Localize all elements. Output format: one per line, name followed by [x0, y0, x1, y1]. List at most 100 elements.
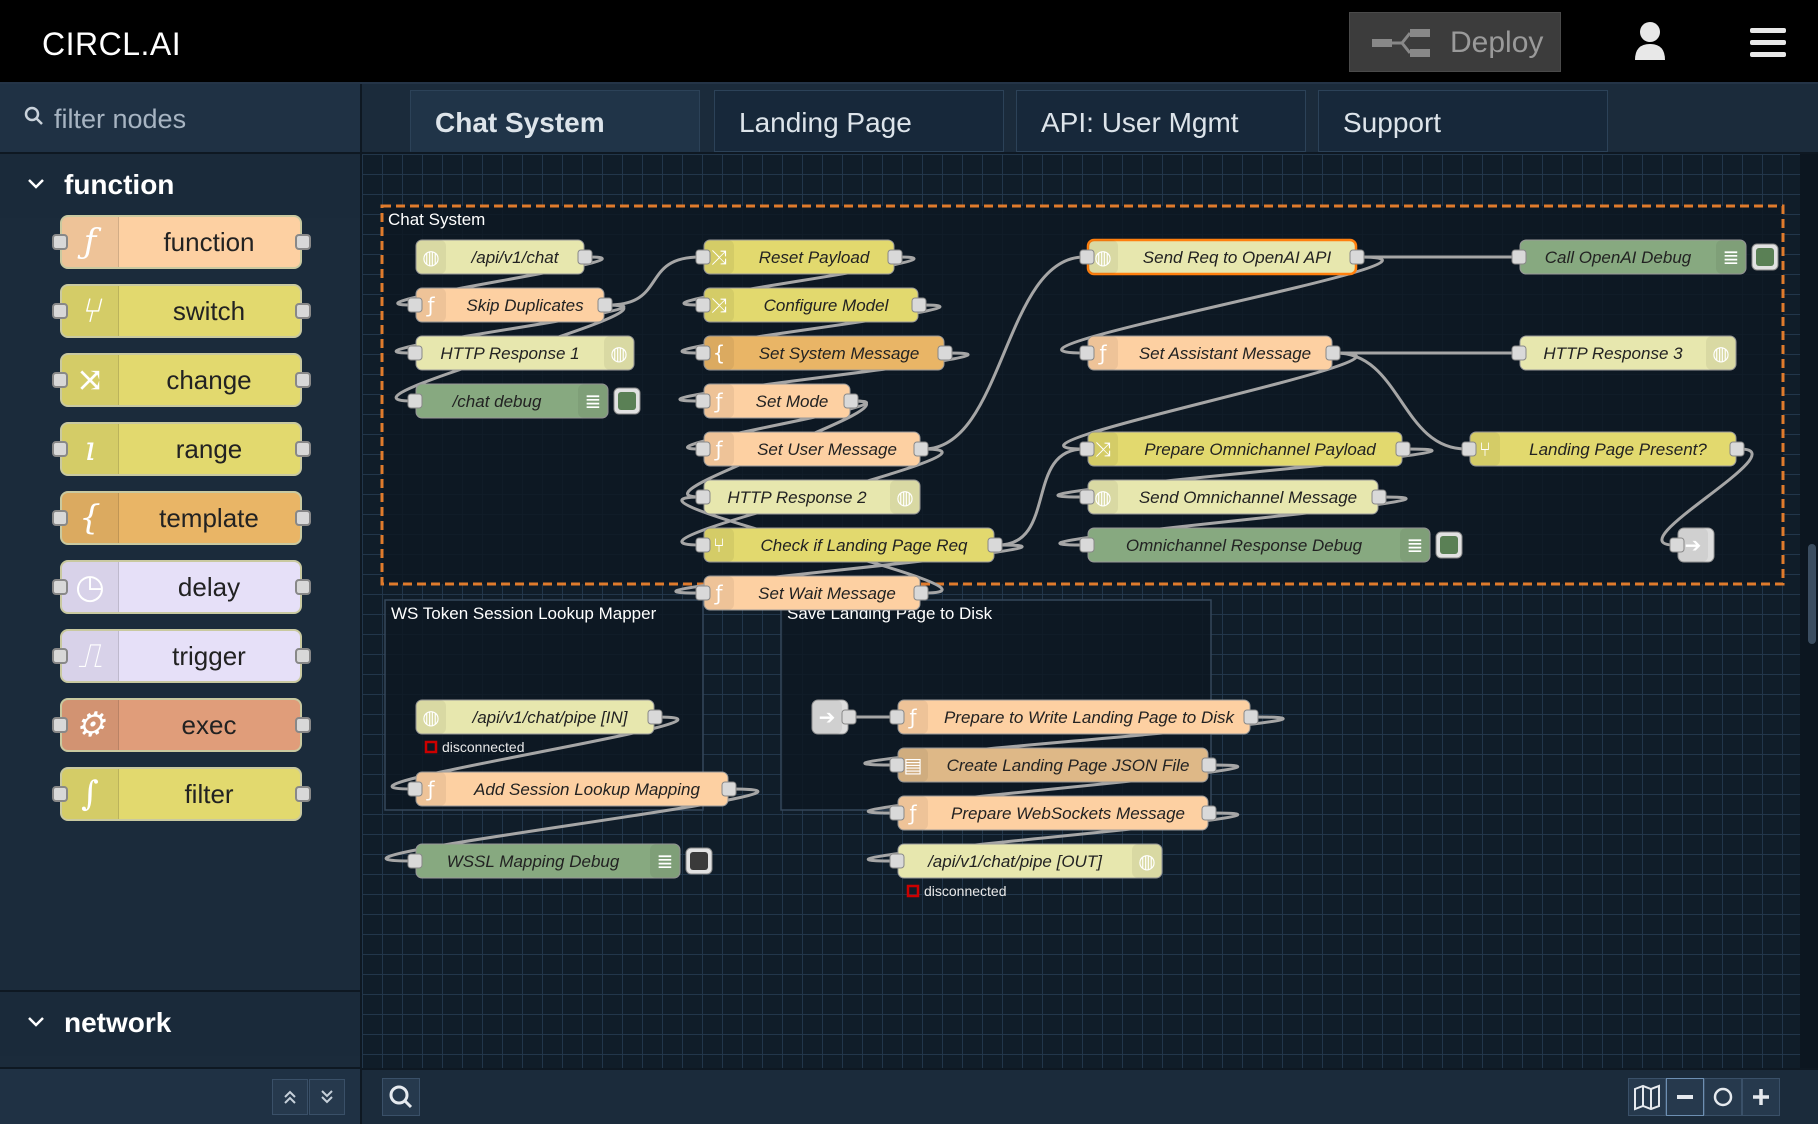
- flow-node-n6[interactable]: ⤨Configure Model: [695, 287, 927, 323]
- output-port[interactable]: [295, 648, 311, 664]
- palette-node-trigger[interactable]: ⎍trigger: [60, 629, 302, 683]
- input-port[interactable]: [52, 786, 68, 802]
- flow-node-n29[interactable]: ◍/api/v1/chat/pipe [OUT]: [889, 843, 1163, 879]
- output-port[interactable]: [295, 303, 311, 319]
- output-port[interactable]: [913, 441, 929, 457]
- flow-node-n17[interactable]: ⤨Prepare Omnichannel Payload: [1079, 431, 1411, 467]
- input-port[interactable]: [52, 717, 68, 733]
- output-port[interactable]: [1325, 345, 1341, 361]
- flow-node-n21[interactable]: ➔: [1669, 527, 1715, 563]
- input-port[interactable]: [407, 297, 423, 313]
- output-port[interactable]: [987, 537, 1003, 553]
- wire-n9-n13[interactable]: [923, 255, 1085, 451]
- flow-node-n19[interactable]: ◍Send Omnichannel Message: [1079, 479, 1387, 515]
- input-port[interactable]: [407, 345, 423, 361]
- output-port[interactable]: [841, 709, 857, 725]
- wire-n5-n6[interactable]: [682, 255, 916, 307]
- palette-node-change[interactable]: ⤨change: [60, 353, 302, 407]
- input-port[interactable]: [52, 510, 68, 526]
- palette-node-delay[interactable]: ◷delay: [60, 560, 302, 614]
- input-port[interactable]: [889, 709, 905, 725]
- input-port[interactable]: [1079, 489, 1095, 505]
- flow-node-n11[interactable]: ⑂Check if Landing Page Req: [695, 527, 1003, 563]
- input-port[interactable]: [1079, 441, 1095, 457]
- wire-n18-n21[interactable]: [1660, 447, 1754, 547]
- input-port[interactable]: [52, 372, 68, 388]
- filter-nodes-input[interactable]: [52, 98, 346, 140]
- navigator-button[interactable]: [1628, 1078, 1666, 1116]
- output-port[interactable]: [1729, 441, 1745, 457]
- output-port[interactable]: [295, 441, 311, 457]
- wire-n23-n24[interactable]: [384, 787, 760, 863]
- wire-n22-n23[interactable]: [390, 715, 680, 791]
- input-port[interactable]: [695, 441, 711, 457]
- output-port[interactable]: [1349, 249, 1365, 265]
- output-port[interactable]: [295, 786, 311, 802]
- wire-n1-n2[interactable]: [396, 255, 604, 307]
- output-port[interactable]: [295, 510, 311, 526]
- flow-node-n18[interactable]: ⑂Landing Page Present?: [1461, 431, 1745, 467]
- tab-api-user-mgmt[interactable]: API: User Mgmt: [1016, 90, 1306, 152]
- input-port[interactable]: [1511, 249, 1527, 265]
- wire-n7-n8[interactable]: [678, 351, 970, 403]
- input-port[interactable]: [52, 648, 68, 664]
- tab-chat-system[interactable]: Chat System: [410, 90, 700, 152]
- input-port[interactable]: [52, 441, 68, 457]
- flow-node-n4[interactable]: ≣/chat debug: [407, 383, 641, 419]
- flow-node-n7[interactable]: {Set System Message: [695, 335, 953, 371]
- flow-node-n1[interactable]: ◍/api/v1/chat: [415, 239, 593, 275]
- input-port[interactable]: [695, 585, 711, 601]
- input-port[interactable]: [889, 805, 905, 821]
- wire-n6-n7[interactable]: [680, 303, 942, 355]
- output-port[interactable]: [1371, 489, 1387, 505]
- output-port[interactable]: [721, 781, 737, 797]
- output-port[interactable]: [1201, 757, 1217, 773]
- flow-node-n16[interactable]: ◍HTTP Response 3: [1511, 335, 1737, 371]
- wire-n17-n19[interactable]: [1056, 447, 1434, 499]
- input-port[interactable]: [1669, 537, 1685, 553]
- flow-node-n27[interactable]: ▤Create Landing Page JSON File: [889, 747, 1217, 783]
- vertical-scrollbar[interactable]: [1806, 154, 1818, 1068]
- input-port[interactable]: [695, 249, 711, 265]
- wire-n13-n15[interactable]: [1060, 255, 1384, 355]
- output-port[interactable]: [1243, 709, 1259, 725]
- input-port[interactable]: [1079, 345, 1095, 361]
- output-port[interactable]: [295, 372, 311, 388]
- wire-n28-n29[interactable]: [867, 811, 1239, 863]
- search-flows-button[interactable]: [382, 1078, 420, 1116]
- category-function-header[interactable]: function: [0, 154, 360, 218]
- palette-node-exec[interactable]: ⚙exec: [60, 698, 302, 752]
- input-port[interactable]: [1079, 537, 1095, 553]
- user-button[interactable]: [1620, 18, 1680, 68]
- output-port[interactable]: [647, 709, 663, 725]
- tab-support[interactable]: Support: [1318, 90, 1608, 152]
- wire-n2-n5[interactable]: [607, 255, 701, 307]
- input-port[interactable]: [889, 853, 905, 869]
- wire-n19-n20[interactable]: [1058, 495, 1408, 547]
- expand-all-button[interactable]: [309, 1079, 345, 1115]
- input-port[interactable]: [695, 345, 711, 361]
- wire-n11-n12[interactable]: [674, 543, 1024, 595]
- wire-n27-n28[interactable]: [867, 763, 1239, 815]
- flow-node-n14[interactable]: ≣Call OpenAI Debug: [1511, 239, 1779, 275]
- palette-node-switch[interactable]: ⑂switch: [60, 284, 302, 338]
- wire-n15-n17[interactable]: [1062, 351, 1358, 451]
- input-port[interactable]: [695, 297, 711, 313]
- tab-landing-page[interactable]: Landing Page: [714, 90, 1004, 152]
- input-port[interactable]: [52, 303, 68, 319]
- output-port[interactable]: [577, 249, 593, 265]
- flow-node-n22[interactable]: ◍/api/v1/chat/pipe [IN]: [415, 699, 663, 735]
- main-menu-button[interactable]: [1738, 18, 1798, 68]
- flow-node-n10[interactable]: ◍HTTP Response 2: [695, 479, 921, 515]
- input-port[interactable]: [1079, 249, 1095, 265]
- output-port[interactable]: [937, 345, 953, 361]
